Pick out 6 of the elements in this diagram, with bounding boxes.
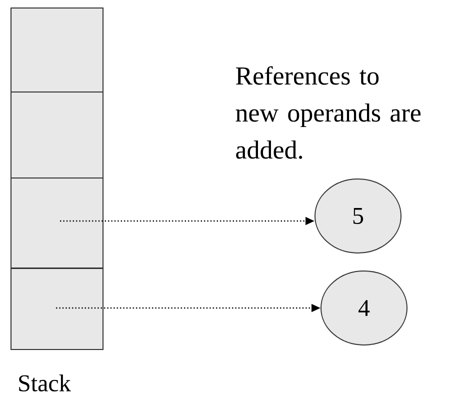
stack-cell	[10, 92, 104, 178]
node-label: Stack	[19, 374, 71, 392]
stack-cell	[10, 178, 104, 268]
note-text: References to new operands are added.	[236, 66, 421, 159]
stack-cell	[10, 268, 104, 350]
stack-cell	[10, 8, 104, 92]
